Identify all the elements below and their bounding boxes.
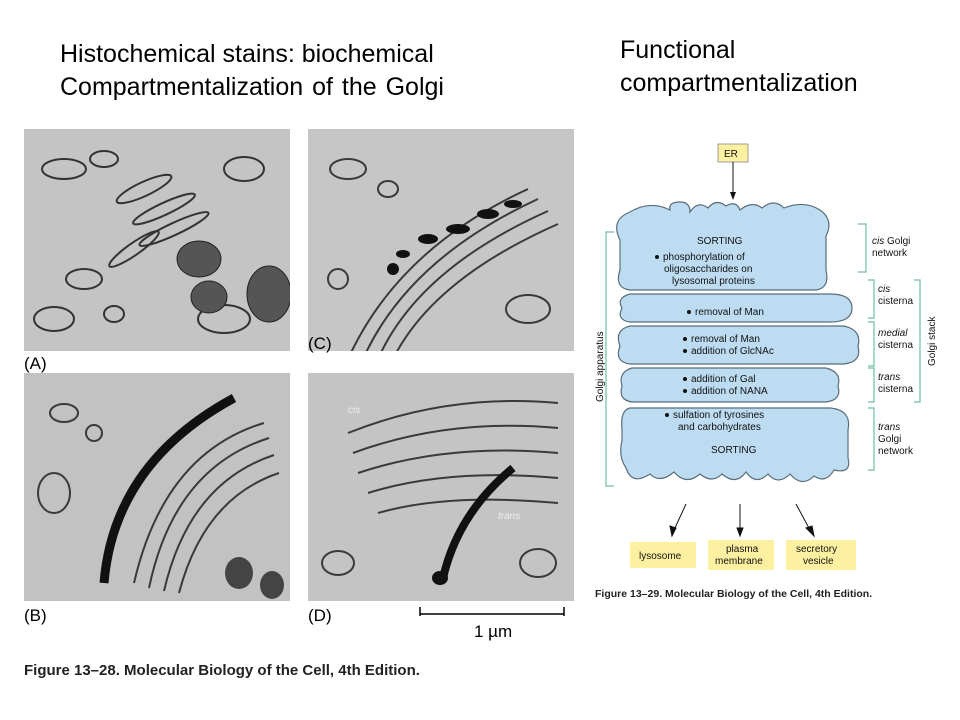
scale-bar-label: 1 µm [474,622,513,641]
label-cgn-line2: network [872,248,908,259]
tgn-line1: sulfation of tyrosines [673,410,764,421]
er-arrow-head [730,192,736,200]
dest-box-plasma-membrane [708,540,774,570]
right-title: Functional compartmentalization [620,34,940,100]
right-brackets [858,223,921,471]
micrograph-c [308,129,574,351]
label-cgn-italic: cis [872,236,884,247]
dest-secretory-line1: secretory [796,544,837,555]
micrograph-d: cis trans [308,373,574,601]
trans-line2: addition of NANA [691,386,768,397]
medial-bullet-2 [683,349,687,353]
golgi-apparatus-bracket [605,231,614,487]
label-medial-italic: medial [878,328,908,339]
cis-line1: removal of Man [695,307,764,318]
panel-label-c: (C) [308,334,332,353]
golgi-stack-label: Golgi stack [927,316,938,366]
cis-golgi-network-shape [616,201,830,291]
cgn-sorting: SORTING [697,236,743,247]
left-title-line1: Histochemical stains: biochemical [60,40,434,68]
trans-bullet-1 [683,377,687,381]
scale-bar [419,607,565,616]
medial-line1: removal of Man [691,334,760,345]
left-title: Histochemical stains: biochemical Compar… [60,38,580,104]
faint-label-cis: cis [348,405,361,416]
dest-box-secretory-vesicle [786,540,856,570]
er-label: ER [724,149,738,160]
medial-cisterna-shape [617,325,860,365]
trans-cisterna-shape [620,367,840,403]
label-tgn-line2: Golgi [878,434,901,445]
dest-plasma-line2: membrane [715,556,763,567]
micrograph-c-texture [308,129,574,351]
tgn-bullet [665,413,669,417]
label-trans-cisterna-line2: cisterna [878,384,913,395]
golgi-apparatus-label: Golgi apparatus [595,331,606,402]
tgn-sorting: SORTING [711,445,757,456]
label-tgn-italic: trans [878,422,900,433]
cgn-line2: oligosaccharides on [664,264,752,275]
medial-bullet-1 [683,337,687,341]
label-cis-cisterna-italic: cis [878,284,890,295]
panel-label-a: (A) [24,354,47,373]
cgn-bullet [655,255,659,259]
label-cis-golgi-network: cis Golgi [872,236,910,247]
label-cis-cisterna-line2: cisterna [878,296,913,307]
dest-box-lysosome [630,542,696,568]
trans-bullet-2 [683,389,687,393]
panel-label-d: (D) [308,606,332,625]
trans-line1: addition of Gal [691,374,756,385]
panel-label-b: (B) [24,606,47,625]
trans-golgi-network-shape [620,407,850,483]
left-title-line2: Compartmentalization of the Golgi [60,73,444,101]
right-figure-caption: Figure 13–29. Molecular Biology of the C… [595,588,873,600]
left-figure-caption: Figure 13–28. Molecular Biology of the C… [24,662,420,679]
label-tgn-line3: network [878,446,914,457]
micrograph-b [24,373,290,601]
cgn-line1: phosphorylation of [663,252,745,263]
label-cgn-rest: Golgi [884,236,910,247]
medial-line2: addition of GlcNAc [691,346,774,357]
tgn-line2: and carbohydrates [678,422,761,433]
cgn-line3: lysosomal proteins [672,276,755,287]
label-medial-line2: cisterna [878,340,913,351]
micrograph-a-texture [24,129,290,351]
dest-secretory-line2: vesicle [803,556,834,567]
golgi-diagram: ER SORTING phosphorylation of oligosacch… [595,143,938,570]
micrograph-b-texture [24,373,290,601]
dest-lysosome-line1: lysosome [639,551,682,562]
right-title-line1: Functional [620,36,736,64]
dest-plasma-line1: plasma [726,544,759,555]
micrograph-d-texture [308,373,574,601]
cis-cisterna-shape [619,293,853,323]
label-trans-cisterna-italic: trans [878,372,900,383]
micrograph-a [24,129,290,351]
destination-arrows [669,503,815,538]
right-title-line2: compartmentalization [620,69,858,97]
cis-bullet [687,310,691,314]
faint-label-trans: trans [498,511,521,522]
